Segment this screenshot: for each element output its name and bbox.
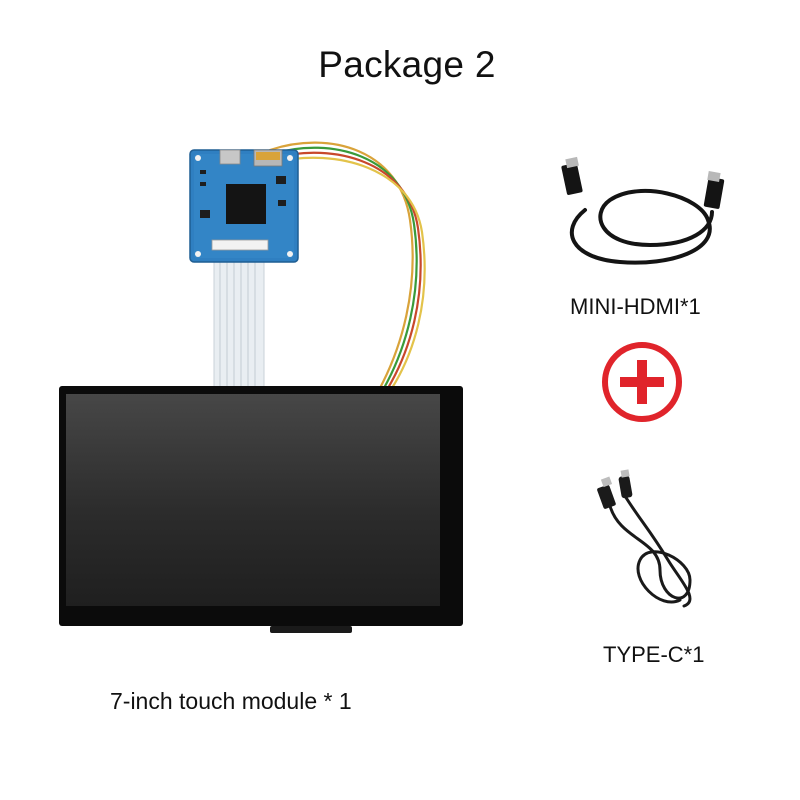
pcb-board [189,149,299,263]
touch-module-label: 7-inch touch module * 1 [110,688,352,714]
page-title: Package 2 [318,44,496,85]
screen-panel [66,394,440,606]
screen-bottom-tab [270,626,352,633]
hdmi-cable-label: MINI-HDMI*1 [570,294,701,319]
type-c-cable-label: TYPE-C*1 [603,642,705,667]
wire-bundle [268,141,426,390]
